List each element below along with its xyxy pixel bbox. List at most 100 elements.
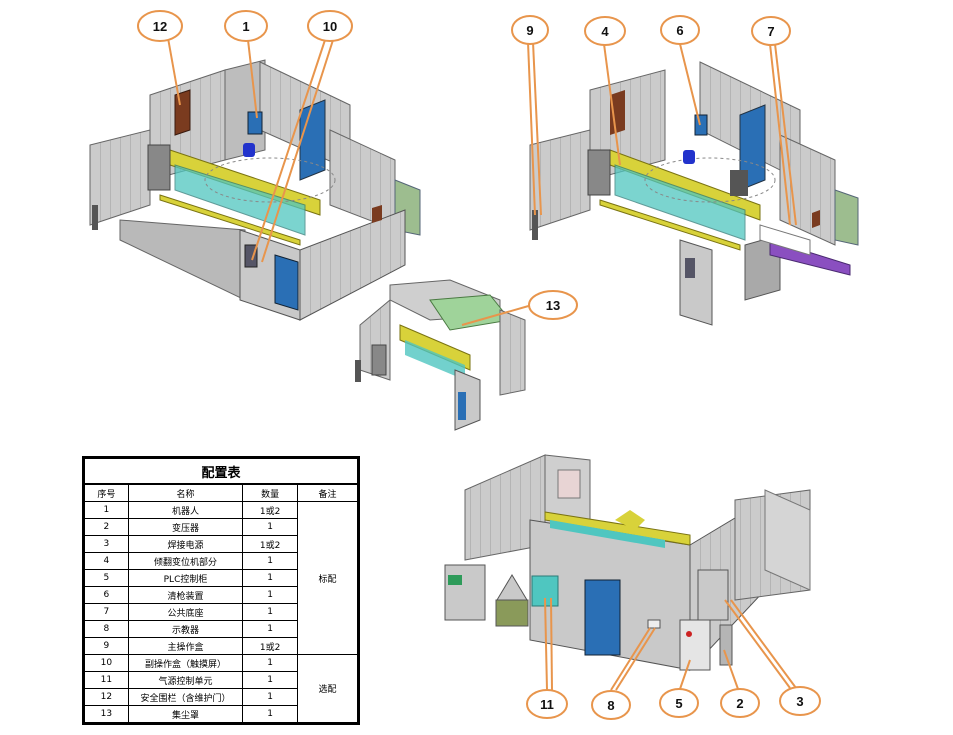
callout-label-6: 6	[676, 23, 683, 38]
callout-ring-5	[659, 688, 699, 718]
callout-leader-11	[544, 597, 548, 691]
callout-label-11: 11	[540, 697, 554, 712]
callout-leader-10	[251, 39, 326, 261]
callout-leader-12	[167, 37, 181, 106]
callout-label-4: 4	[601, 24, 609, 39]
callout-leader-13	[461, 304, 533, 326]
view-c-workcell	[355, 279, 526, 431]
row-qty: 1	[242, 705, 298, 723]
row-qty: 1或2	[242, 637, 298, 655]
callout-label-8: 8	[607, 698, 614, 713]
callout-leader-8b	[615, 627, 656, 691]
callout-label-10: 10	[323, 19, 337, 34]
callout-leader-6	[679, 43, 701, 126]
callout-leader-3	[724, 599, 791, 689]
callout-label-9: 9	[526, 23, 533, 38]
row-seq: 12	[84, 688, 129, 706]
callout-leader-5	[679, 659, 691, 690]
row-qty: 1	[242, 603, 298, 621]
callout-leader-10b	[261, 39, 334, 263]
header-qty: 数量	[242, 483, 298, 502]
group-standard-label: 标配	[296, 501, 359, 655]
table-row: 3 焊接电源 1或2	[84, 535, 358, 553]
row-qty: 1	[242, 654, 298, 672]
row-name: 示教器	[127, 620, 244, 638]
row-name: 安全围栏（含维护门）	[127, 688, 244, 706]
row-seq: 8	[84, 620, 129, 638]
table-header-row: 序号 名称 数量 备注	[84, 483, 359, 502]
row-name: 清枪装置	[127, 586, 244, 604]
callout-ring-9	[511, 15, 549, 45]
callout-ring-12	[137, 10, 183, 42]
table-row: 11 气源控制单元 1	[84, 671, 358, 689]
row-qty: 1	[242, 518, 298, 536]
row-name: 焊接电源	[127, 535, 244, 553]
row-name: 公共底座	[127, 603, 244, 621]
row-name: 集尘罩	[127, 705, 244, 723]
row-name: 气源控制单元	[127, 671, 244, 689]
callout-leader-11b	[550, 597, 553, 691]
header-note: 备注	[296, 483, 359, 502]
row-seq: 13	[84, 705, 129, 723]
row-qty: 1	[242, 671, 298, 689]
row-seq: 11	[84, 671, 129, 689]
callout-leader-9b	[532, 41, 542, 216]
table-row: 9 主操作盒 1或2	[84, 637, 358, 655]
row-seq: 5	[84, 569, 129, 587]
callout-ring-11	[526, 689, 568, 719]
row-seq: 3	[84, 535, 129, 553]
row-name: PLC控制柜	[127, 569, 244, 587]
table-row: 13 集尘罩 1	[84, 705, 358, 723]
callout-ring-10	[307, 10, 353, 42]
callouts: 12 1 10 9 4 6 7 13 11	[137, 10, 821, 720]
row-qty: 1	[242, 586, 298, 604]
callout-leader-2	[723, 649, 739, 690]
header-seq: 序号	[84, 483, 129, 502]
callout-leader-7b	[774, 43, 797, 226]
table-row: 6 清枪装置 1	[84, 586, 358, 604]
callout-label-7: 7	[767, 24, 774, 39]
row-seq: 2	[84, 518, 129, 536]
row-seq: 4	[84, 552, 129, 570]
callout-label-2: 2	[736, 696, 743, 711]
callout-ring-6	[660, 15, 700, 45]
table-row: 2 变压器 1	[84, 518, 358, 536]
row-seq: 1	[84, 501, 129, 519]
callout-leader-4	[603, 43, 621, 166]
callout-label-13: 13	[546, 298, 560, 313]
callout-leader-9	[527, 41, 536, 216]
row-qty: 1	[242, 552, 298, 570]
row-name: 变压器	[127, 518, 244, 536]
callout-label-3: 3	[796, 694, 803, 709]
callout-ring-13	[528, 290, 578, 320]
row-seq: 10	[84, 654, 129, 672]
row-name: 机器人	[127, 501, 244, 519]
row-qty: 1	[242, 569, 298, 587]
config-table: 配置表 序号 名称 数量 备注 1 机器人 1或2 标配 2 变压器 1 3 焊…	[82, 456, 360, 725]
table-row: 7 公共底座 1	[84, 603, 358, 621]
row-name: 倾翻变位机部分	[127, 552, 244, 570]
table-row: 10 副操作盒（触摸屏） 1 选配	[84, 654, 359, 723]
table-title: 配置表	[84, 458, 358, 485]
callout-label-5: 5	[675, 696, 682, 711]
row-qty: 1或2	[242, 501, 298, 519]
view-d-workcell	[444, 454, 811, 672]
row-seq: 9	[84, 637, 129, 655]
row-seq: 6	[84, 586, 129, 604]
callout-ring-2	[720, 688, 760, 718]
header-name: 名称	[127, 483, 244, 502]
row-qty: 1或2	[242, 535, 298, 553]
row-name: 副操作盒（触摸屏）	[127, 654, 244, 672]
callout-leader-8	[610, 627, 651, 691]
callout-label-1: 1	[242, 19, 249, 34]
callout-ring-3	[779, 686, 821, 716]
callout-ring-1	[224, 10, 268, 42]
row-seq: 7	[84, 603, 129, 621]
group-optional-label: 选配	[296, 654, 359, 723]
table-row: 8 示教器 1	[84, 620, 358, 638]
callout-leader-1	[247, 39, 258, 119]
callout-ring-7	[751, 16, 791, 46]
callout-label-12: 12	[153, 19, 167, 34]
row-qty: 1	[242, 620, 298, 638]
callout-leader-7	[769, 43, 791, 226]
